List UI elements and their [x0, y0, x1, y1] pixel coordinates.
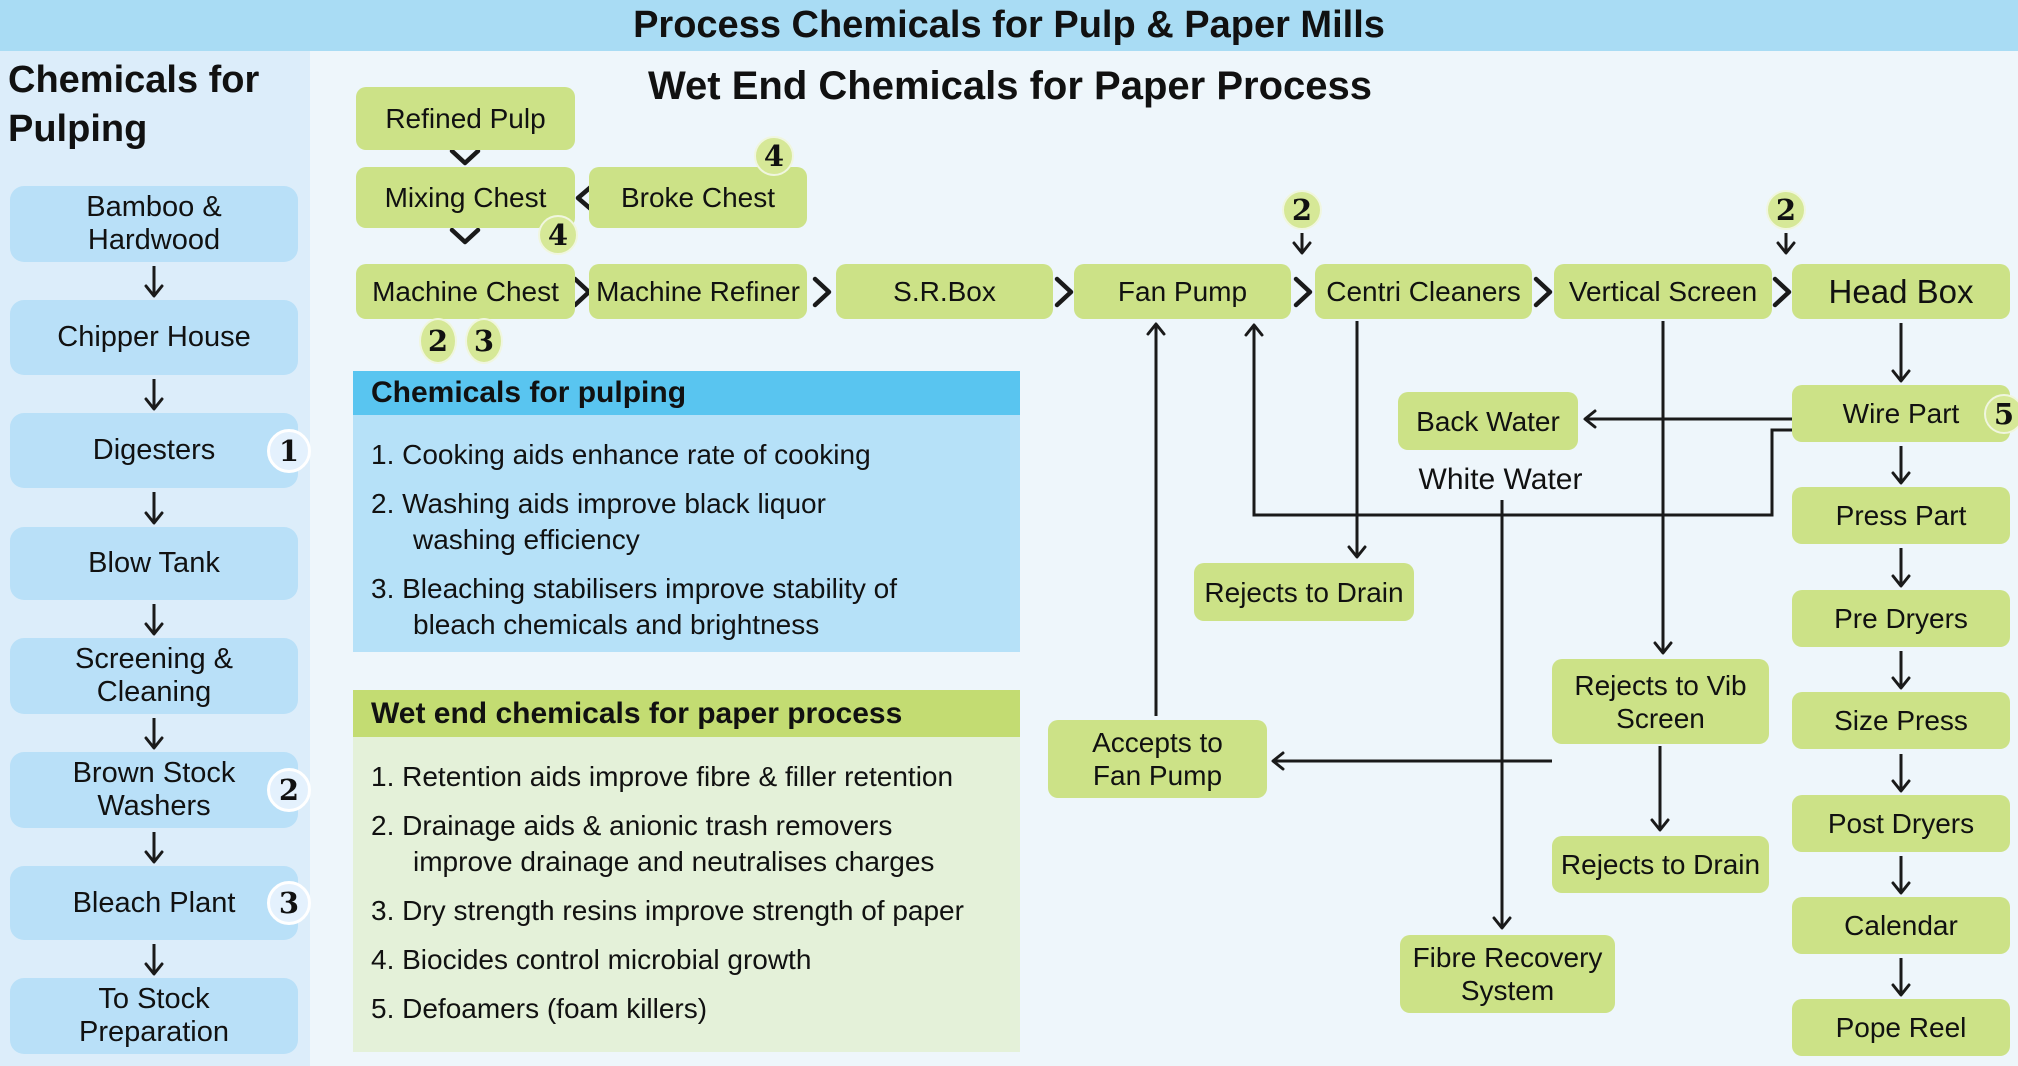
chevron-right-icon [572, 276, 592, 308]
node-mixing-chest: Mixing Chest [356, 167, 575, 228]
node-bleach-plant: Bleach Plant [10, 866, 298, 940]
node-brown-stock-washers: Brown Stock Washers [10, 752, 298, 828]
chemical-badge-digesters: 1 [267, 429, 311, 473]
dose-badge-before-headbox: 2 [1766, 190, 1806, 230]
node-wire-part: Wire Part [1792, 385, 2010, 442]
info-item: 2. Washing aids improve black liquor was… [371, 488, 826, 555]
info-item: 4. Biocides control microbial growth [371, 944, 812, 975]
chemical-badge-machine-chest-2: 2 [419, 318, 457, 364]
chevron-right-icon [1533, 276, 1553, 308]
chevron-right-icon [812, 276, 832, 308]
node-calendar: Calendar [1792, 897, 2010, 954]
node-pre-dryers: Pre Dryers [1792, 590, 2010, 647]
node-rejects-to-drain-1: Rejects to Drain [1194, 563, 1414, 621]
node-back-water: Back Water [1398, 392, 1578, 450]
node-sr-box: S.R.Box [836, 264, 1053, 319]
info-box-wet-end: Wet end chemicals for paper process 1. R… [353, 690, 1020, 1052]
info-item: 5. Defoamers (foam killers) [371, 993, 708, 1024]
node-bamboo-hardwood: Bamboo & Hardwood [10, 186, 298, 262]
info-box-pulping-body: 1. Cooking aids enhance rate of cooking … [353, 415, 1020, 652]
wet-end-heading: Wet End Chemicals for Paper Process [648, 64, 1372, 108]
node-vertical-screen: Vertical Screen [1554, 264, 1772, 319]
node-accepts-to-fan-pump: Accepts to Fan Pump [1048, 720, 1267, 798]
info-box-pulping-header: Chemicals for pulping [353, 371, 1020, 415]
chemical-badge-broke-chest: 4 [754, 136, 794, 176]
node-broke-chest: Broke Chest [589, 167, 807, 228]
chevron-down-icon [449, 227, 481, 245]
node-digesters: Digesters [10, 413, 298, 488]
chemical-badge-wire-part: 5 [1984, 394, 2018, 434]
chevron-right-icon [1054, 276, 1074, 308]
info-item: 3. Bleaching stabilisers improve stabili… [371, 573, 898, 640]
info-item: 3. Dry strength resins improve strength … [371, 895, 964, 926]
node-press-part: Press Part [1792, 487, 2010, 544]
chevron-right-icon [1293, 276, 1313, 308]
left-panel-heading: Chemicals for Pulping [8, 59, 260, 150]
info-item: 1. Cooking aids enhance rate of cooking [371, 439, 871, 470]
info-item: 2. Drainage aids & anionic trash remover… [371, 810, 935, 877]
info-box-pulping: Chemicals for pulping 1. Cooking aids en… [353, 371, 1020, 652]
info-box-wet-end-body: 1. Retention aids improve fibre & filler… [353, 737, 1020, 1052]
node-chipper-house: Chipper House [10, 300, 298, 375]
node-head-box: Head Box [1792, 264, 2010, 319]
node-machine-refiner: Machine Refiner [589, 264, 807, 319]
node-blow-tank: Blow Tank [10, 527, 298, 600]
node-rejects-to-vib-screen: Rejects to Vib Screen [1552, 659, 1769, 744]
node-fan-pump: Fan Pump [1074, 264, 1291, 319]
page-title: Process Chemicals for Pulp & Paper Mills [633, 4, 1385, 46]
chevron-left-icon [575, 183, 595, 213]
chemical-badge-machine-chest-3: 3 [465, 318, 503, 364]
chevron-right-icon [1772, 276, 1792, 308]
node-size-press: Size Press [1792, 692, 2010, 749]
node-post-dryers: Post Dryers [1792, 795, 2010, 852]
node-fibre-recovery-system: Fibre Recovery System [1400, 935, 1615, 1013]
title-bar: Process Chemicals for Pulp & Paper Mills [0, 0, 2018, 51]
arrow-wirepart-to-fanpump [1244, 323, 1793, 517]
info-item: 1. Retention aids improve fibre & filler… [371, 761, 954, 792]
chevron-down-icon [449, 148, 481, 166]
dose-badge-before-centri: 2 [1282, 190, 1322, 230]
node-rejects-to-drain-2: Rejects to Drain [1552, 836, 1769, 893]
label-white-water: White Water [1418, 462, 1583, 496]
node-centri-cleaners: Centri Cleaners [1315, 264, 1532, 319]
water-loop-connectors [1146, 233, 1796, 930]
chemical-badge-bleach-plant: 3 [267, 881, 311, 925]
node-to-stock-preparation: To Stock Preparation [10, 978, 298, 1054]
node-machine-chest: Machine Chest [356, 264, 575, 319]
node-screening-cleaning: Screening & Cleaning [10, 638, 298, 714]
chemical-badge-mixing-out: 4 [538, 215, 578, 255]
info-box-wet-end-header: Wet end chemicals for paper process [353, 690, 1020, 737]
chemical-badge-brown-stock: 2 [267, 768, 311, 812]
node-pope-reel: Pope Reel [1792, 999, 2010, 1056]
node-refined-pulp: Refined Pulp [356, 87, 575, 150]
